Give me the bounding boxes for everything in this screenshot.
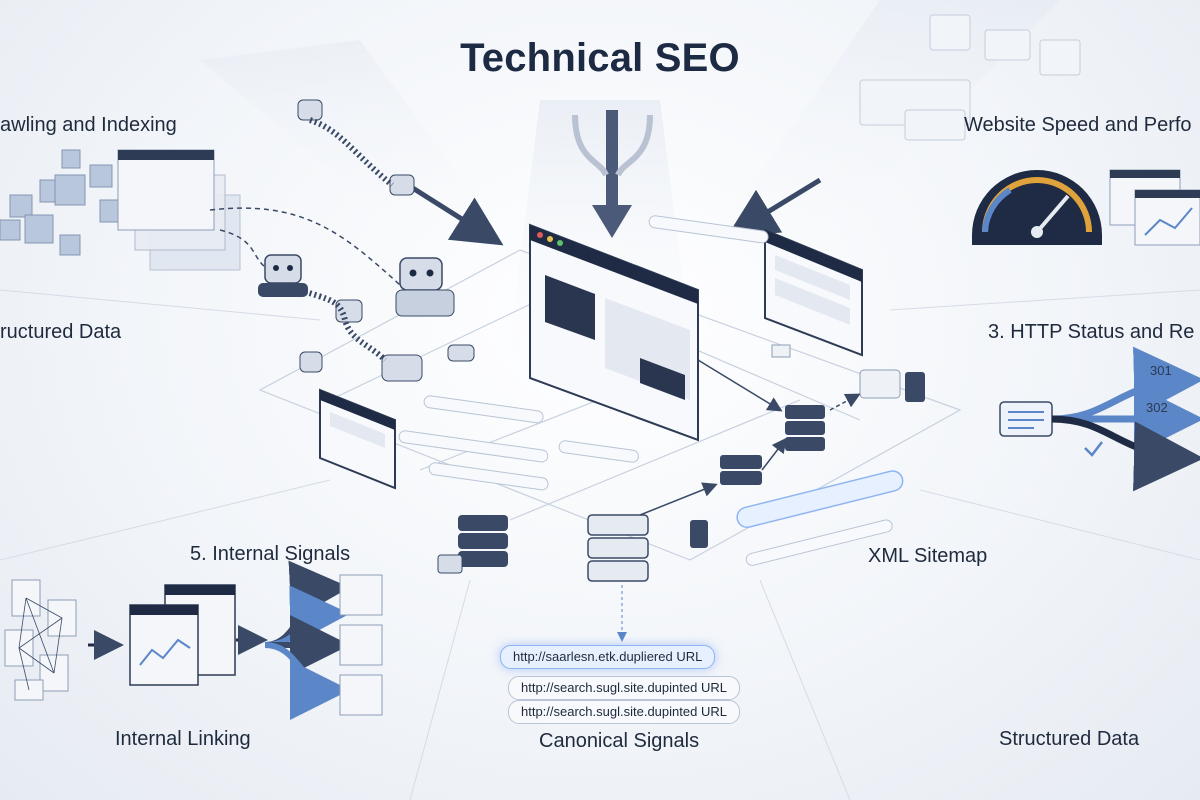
server-cube-cluster	[0, 149, 123, 256]
robot-icon-large	[395, 257, 455, 317]
speedometer-icon	[972, 170, 1102, 245]
robot-icon-small	[297, 99, 423, 382]
top-right-doc-cards	[859, 14, 1081, 141]
section-label-canonical: Canonical Signals	[539, 730, 700, 752]
device-icon	[690, 520, 708, 548]
right-browser-window	[764, 228, 863, 357]
tag-icon	[771, 344, 791, 358]
signal-fanout	[264, 560, 383, 720]
internal-link-graph	[4, 579, 124, 701]
redirect-code-301: 301	[1150, 363, 1172, 378]
crawl-browser-stack	[117, 149, 241, 271]
section-label-internal-linking: Internal Linking	[115, 728, 251, 750]
redirect-flow	[999, 346, 1200, 492]
connection-arrows	[639, 359, 861, 516]
section-label-internal-signals: 5. Internal Signals	[190, 543, 351, 565]
crawl-dashed-path-2	[209, 207, 401, 286]
highlighted-url-pill	[736, 470, 904, 529]
speed-arrow	[726, 177, 822, 238]
crawl-dashed-path	[219, 229, 271, 271]
redirect-code-302: 302	[1146, 400, 1168, 415]
canonical-url-primary: http://saarlesn.etk.dupliered URL	[500, 645, 716, 669]
car-icon	[447, 344, 475, 362]
section-label-http-status: 3. HTTP Status and Re	[988, 321, 1195, 343]
left-browser-window	[319, 388, 396, 490]
section-label-structured-bottom: Structured Data	[999, 728, 1140, 750]
small-box-icon	[437, 554, 463, 574]
section-label-structured-top: ructured Data	[0, 321, 122, 343]
section-label-speed: Website Speed and Perfo	[964, 114, 1192, 136]
dashed-url-pills	[398, 215, 893, 566]
main-browser-window	[529, 223, 699, 442]
robot-icon	[258, 254, 308, 297]
performance-chart-windows	[1109, 169, 1200, 246]
section-label-crawling: awling and Indexing	[0, 114, 177, 136]
section-dividers	[0, 289, 1200, 800]
crawl-arrow	[398, 177, 504, 246]
section-label-xml-sitemap: XML Sitemap	[868, 545, 988, 567]
internal-linking-browsers	[129, 584, 268, 686]
server-rack	[458, 369, 925, 582]
top-down-arrow	[572, 110, 653, 238]
page-title: Technical SEO	[460, 36, 740, 80]
canonical-url-duplicate: http://search.sugl.site.dupinted URL	[508, 700, 740, 724]
canonical-url-duplicate: http://search.sugl.site.dupinted URL	[508, 676, 740, 700]
